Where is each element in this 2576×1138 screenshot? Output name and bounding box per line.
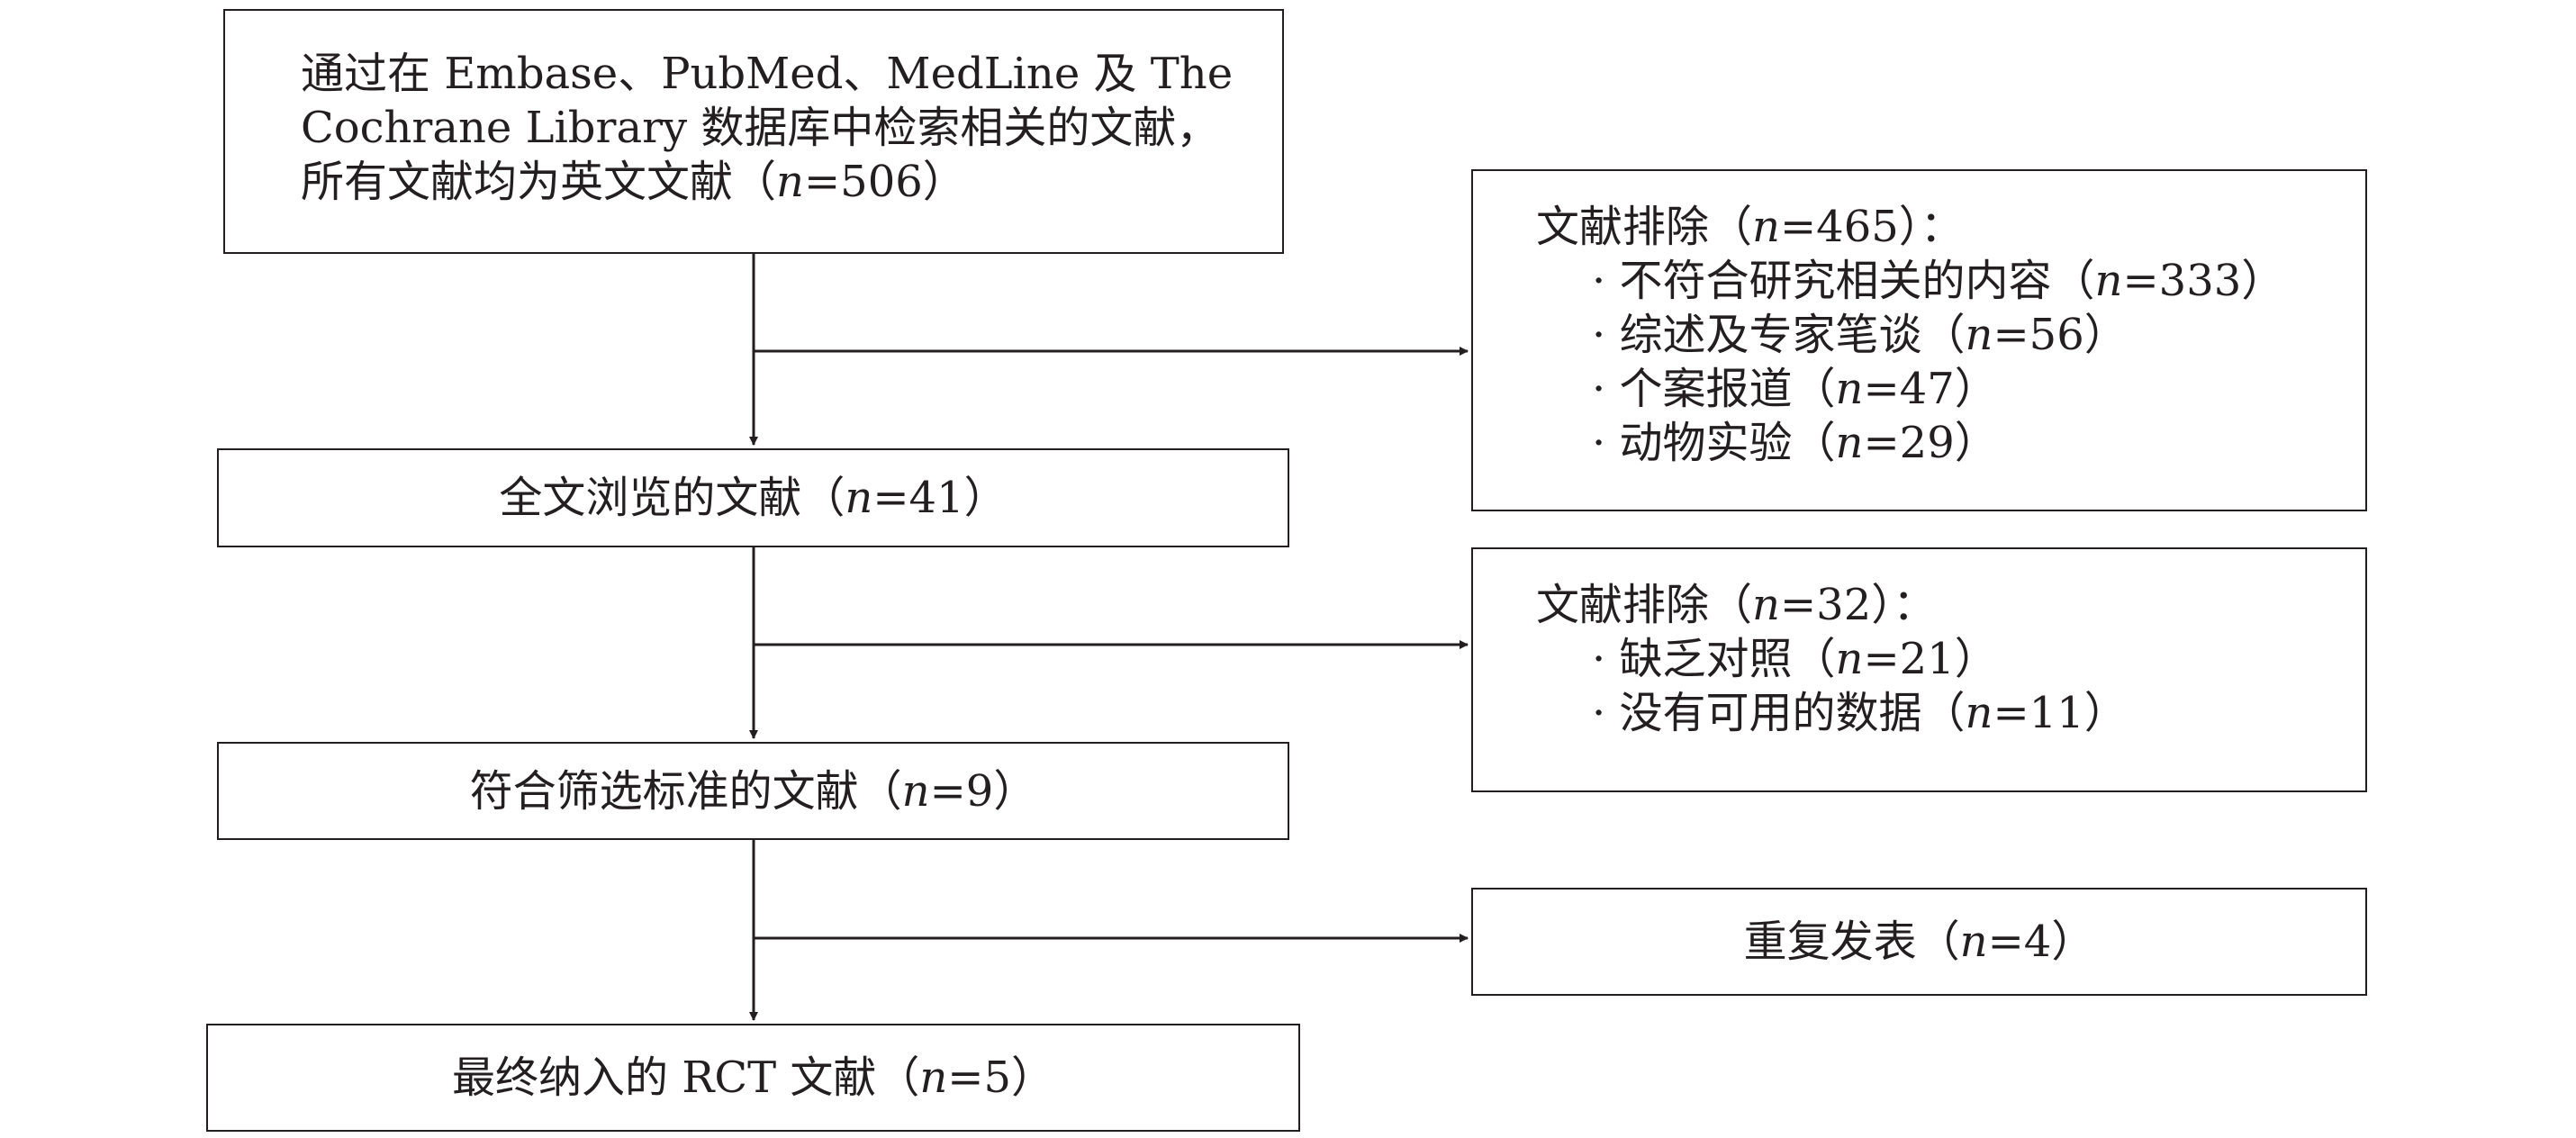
exclusion-1-title-text: 文献排除（ [1536, 202, 1753, 252]
box-literature-search: 通过在 Embase、PubMed、MedLine 及 The Cochrane… [223, 9, 1284, 254]
full-text-label: 全文浏览的文献（ [499, 473, 845, 523]
exclusion-item-count: =21） [1863, 634, 1998, 684]
exclusion-1-title: 文献排除（n=465）： [1536, 200, 2365, 254]
n-variable: n [1752, 202, 1780, 252]
duplicate-count: =4） [1987, 917, 2095, 967]
included-count: =5） [947, 1052, 1055, 1103]
exclusion-item-count: =56） [1993, 310, 2128, 360]
n-variable: n [776, 157, 804, 207]
exclusion-item-label: · 不符合研究相关的内容（ [1592, 256, 2095, 306]
box-full-text-review: 全文浏览的文献（n=41） [217, 448, 1289, 547]
exclusion-1-item: · 不符合研究相关的内容（n=333） [1536, 254, 2365, 308]
exclusion-1-item: · 个案报道（n=47） [1536, 362, 2365, 416]
exclusion-2-title-text: 文献排除（ [1536, 580, 1753, 630]
exclusion-item-count: =11） [1993, 688, 2128, 738]
n-variable: n [1965, 688, 1993, 738]
eligible-count: =9） [929, 765, 1037, 817]
exclusion-1-item: · 综述及专家笔谈（n=56） [1536, 308, 2365, 362]
included-label: 最终纳入的 RCT 文献（ [451, 1052, 920, 1103]
n-variable: n [1959, 917, 1988, 967]
exclusion-item-label: · 个案报道（ [1592, 364, 1836, 414]
exclusion-2-item: · 没有可用的数据（n=11） [1536, 686, 2365, 740]
exclusion-2-count: =32）： [1779, 580, 1937, 630]
full-text-count: =41） [872, 473, 1008, 523]
n-variable: n [1965, 310, 1993, 360]
n-variable: n [2094, 256, 2123, 306]
n-variable: n [1835, 418, 1864, 468]
box-eligible-studies: 符合筛选标准的文献（n=9） [217, 742, 1289, 840]
n-variable: n [845, 473, 873, 523]
box-exclusion-1: 文献排除（n=465）： · 不符合研究相关的内容（n=333） · 综述及专家… [1471, 169, 2367, 511]
n-variable: n [1835, 364, 1864, 414]
box-included-rct: 最终纳入的 RCT 文献（n=5） [206, 1024, 1300, 1132]
box-exclusion-2: 文献排除（n=32）： · 缺乏对照（n=21） · 没有可用的数据（n=11） [1471, 547, 2367, 792]
exclusion-item-count: =47） [1863, 364, 1998, 414]
exclusion-item-count: =29） [1863, 418, 1998, 468]
n-variable: n [1752, 580, 1780, 630]
exclusion-2-title: 文献排除（n=32）： [1536, 578, 2365, 632]
exclusion-item-count: =333） [2122, 256, 2285, 306]
search-line-3-prefix: 所有文献均为英文文献（ [301, 157, 777, 207]
exclusion-item-label: · 缺乏对照（ [1592, 634, 1836, 684]
box-exclusion-3: 重复发表（n=4） [1471, 888, 2367, 996]
n-variable: n [919, 1052, 948, 1103]
exclusion-item-label: · 没有可用的数据（ [1592, 688, 1966, 738]
exclusion-item-label: · 综述及专家笔谈（ [1592, 310, 1966, 360]
eligible-label: 符合筛选标准的文献（ [469, 765, 902, 817]
exclusion-item-label: · 动物实验（ [1592, 418, 1836, 468]
n-variable: n [1835, 634, 1864, 684]
n-variable: n [901, 765, 930, 817]
search-count: =506） [803, 157, 966, 207]
duplicate-label: 重复发表（ [1743, 917, 1960, 967]
exclusion-1-count: =465）： [1779, 202, 1964, 252]
exclusion-1-item: · 动物实验（n=29） [1536, 416, 2365, 470]
search-line-1: 通过在 Embase、PubMed、MedLine 及 The [301, 49, 1234, 99]
search-line-2: Cochrane Library 数据库中检索相关的文献， [301, 103, 1220, 153]
search-line-3: 所有文献均为英文文献（n=506） [301, 155, 1282, 209]
exclusion-2-item: · 缺乏对照（n=21） [1536, 632, 2365, 686]
